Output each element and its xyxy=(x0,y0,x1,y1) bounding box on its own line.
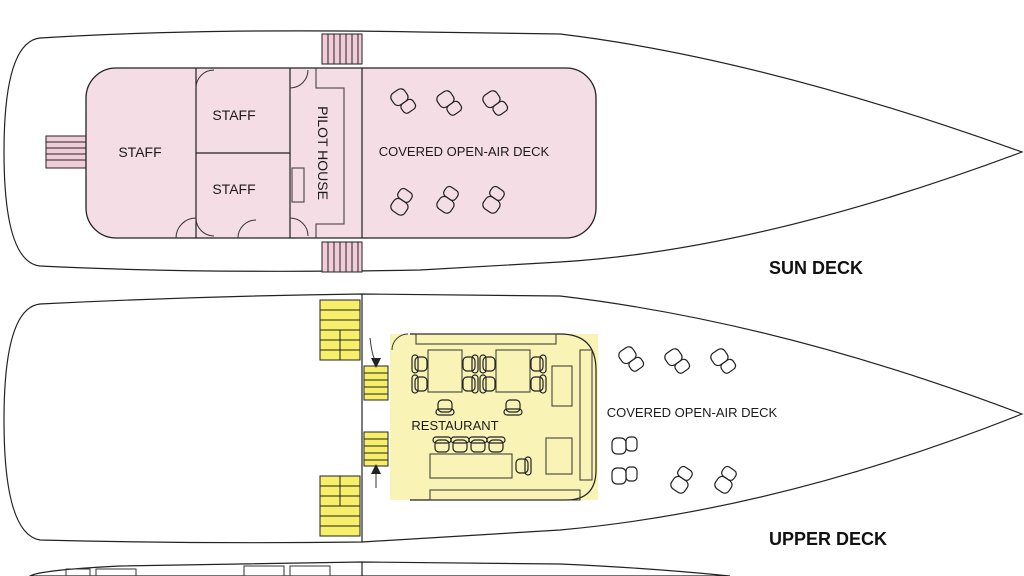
upper-stairs-top xyxy=(319,299,361,361)
main-deck-hull xyxy=(28,561,731,576)
arrow-up-icon xyxy=(371,464,381,474)
sun-pilot-house-label: PILOT HOUSE xyxy=(315,106,331,200)
main-deck-partial xyxy=(28,561,731,576)
sun-stairs-aft xyxy=(45,135,87,169)
upper-lounger xyxy=(611,436,638,455)
restaurant-table xyxy=(495,349,531,393)
upper-lounger xyxy=(711,464,741,496)
arrow-down-icon xyxy=(371,358,381,368)
restaurant-table xyxy=(427,349,463,393)
sun-open-deck-label: COVERED OPEN-AIR DECK xyxy=(379,144,550,159)
upper-open-deck-label: COVERED OPEN-AIR DECK xyxy=(607,405,778,420)
upper-deck-title: UPPER DECK xyxy=(769,529,887,549)
sun-staff-lower-label: STAFF xyxy=(212,181,255,197)
sun-deck-title: SUN DECK xyxy=(769,258,863,278)
restaurant-label: RESTAURANT xyxy=(411,418,498,433)
restaurant-area xyxy=(390,334,598,500)
upper-stairs-bottom xyxy=(319,475,361,537)
sun-stairs-bottom xyxy=(321,241,363,273)
sun-deck-hull xyxy=(3,30,1024,272)
sun-deck: STAFF STAFF STAFF PILOT HOUSE COVERED OP… xyxy=(3,30,1024,278)
upper-lounger xyxy=(616,343,646,376)
upper-lounger xyxy=(667,464,697,496)
restaurant-table xyxy=(429,453,513,479)
sun-staff-upper-label: STAFF xyxy=(212,107,255,123)
sun-staff-aft-label: STAFF xyxy=(118,144,161,160)
upper-lounger xyxy=(611,466,638,485)
upper-lounger xyxy=(708,345,738,378)
upper-lounger xyxy=(662,345,692,378)
sun-stairs-top xyxy=(321,33,363,65)
upper-deck: RESTAURANT COVERED OPEN-AIR DECK UPPER D… xyxy=(3,293,1024,549)
sun-cabin-block xyxy=(85,67,597,239)
upper-stairs-inner-top xyxy=(363,365,389,401)
upper-stairs-inner-bottom xyxy=(363,431,389,467)
